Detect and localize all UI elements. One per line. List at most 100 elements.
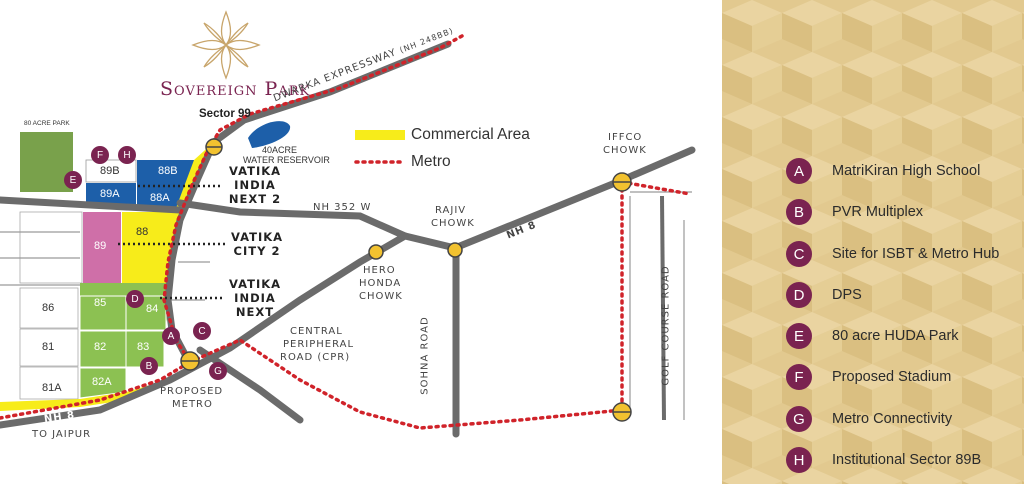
project-line: VATIKA — [228, 277, 282, 291]
plot-82 — [79, 330, 127, 368]
water-reservoir — [248, 121, 291, 148]
hero-label-1: HERO — [363, 265, 396, 276]
legend-badge: D — [786, 282, 812, 308]
plot-88a-label: 88A — [150, 192, 170, 204]
commercial-key-swatch — [355, 130, 405, 140]
project-line: NEXT — [235, 305, 275, 319]
proposed-label-2: METRO — [172, 399, 213, 410]
rajiv-label-1: RAJIV — [435, 205, 467, 216]
plot-89b-label: 89B — [100, 165, 120, 177]
legend-label: 80 acre HUDA Park — [832, 328, 959, 344]
sohna-label: SOHNA ROAD — [419, 316, 431, 395]
legend-label: PVR Multiplex — [832, 204, 924, 220]
legend-label: DPS — [832, 287, 862, 303]
plot-81 — [19, 328, 79, 367]
legend-badge: C — [786, 241, 812, 267]
map-badge-h: H — [118, 146, 136, 164]
plot-89a-label: 89A — [100, 188, 120, 200]
map-badge-f: F — [91, 146, 109, 164]
hero-label-2: HONDA — [359, 278, 402, 289]
project-pointers — [118, 184, 225, 300]
cpr-label-3: ROAD (CPR) — [280, 352, 351, 363]
reservoir-label-1: 40ACRE — [262, 145, 298, 155]
plot-85-label: 85 — [94, 297, 107, 309]
golf-label: GOLF COURSE ROAD — [660, 265, 672, 386]
legend-item-g: G Metro Connectivity — [786, 405, 952, 433]
legend-badge: F — [786, 364, 812, 390]
legend-item-f: F Proposed Stadium — [786, 363, 951, 391]
station-markers — [180, 138, 632, 422]
plot-84 — [125, 295, 167, 331]
proposed-label-1: PROPOSED — [160, 386, 224, 397]
cpr-label-1: CENTRAL — [290, 326, 343, 337]
plot-85 — [79, 295, 127, 331]
location-map: Sovereign Park Sector 99 Commercial Area… — [0, 10, 696, 440]
golf-course-road — [660, 195, 666, 421]
map-drawing — [0, 10, 696, 438]
legend-panel — [722, 0, 1024, 484]
plot-88-label: 88 — [136, 226, 149, 238]
project-vatika-india-next: VATIKA INDIA NEXT — [226, 277, 284, 319]
brand-name: Sovereign Park — [160, 78, 311, 100]
legend-label: Metro Connectivity — [832, 411, 953, 427]
project-line: INDIA — [234, 178, 276, 192]
legend-label: MatriKiran High School — [832, 163, 981, 179]
project-line: CITY 2 — [233, 244, 281, 258]
plot-84-label: 84 — [146, 303, 159, 315]
project-line: INDIA — [234, 291, 276, 305]
legend-item-c: C Site for ISBT & Metro Hub — [786, 240, 999, 268]
project-vatika-city-2: VATIKA CITY 2 — [228, 230, 286, 258]
legend-item-d: D DPS — [786, 281, 862, 309]
plot-89-label: 89 — [94, 240, 107, 252]
sector-label: Sector 99 — [199, 108, 251, 120]
plot-88 — [122, 212, 180, 283]
metro-lines — [0, 34, 692, 430]
iffco-label-1: IFFCO — [608, 132, 643, 143]
legend-badge: A — [786, 158, 812, 184]
legend-label: Proposed Stadium — [832, 369, 952, 385]
rajiv-label-2: CHOWK — [431, 218, 475, 229]
iffco-label-2: CHOWK — [603, 145, 647, 156]
commercial-strip-south — [0, 385, 150, 411]
map-badge-b: B — [140, 357, 158, 375]
project-vatika-india-next-2: VATIKA INDIA NEXT 2 — [226, 164, 284, 206]
map-badge-c: C — [193, 322, 211, 340]
legend-item-b: B PVR Multiplex — [786, 198, 923, 226]
plot-89 — [83, 212, 121, 283]
project-line: VATIKA — [228, 164, 282, 178]
plot-81a — [19, 366, 79, 400]
plot-83-label: 83 — [137, 341, 150, 353]
commercial-key-label: Commercial Area — [411, 126, 530, 143]
map-badge-e: E — [64, 171, 82, 189]
plot-89a — [86, 183, 136, 204]
legend-item-h: H Institutional Sector 89B — [786, 446, 981, 474]
plot-89b — [85, 159, 137, 183]
acre-park-label: 80 ACRE PARK — [24, 120, 70, 127]
project-line: VATIKA — [230, 230, 284, 244]
to-jaipur-label: TO JAIPUR — [32, 429, 92, 440]
metro-key-label: Metro — [411, 153, 451, 170]
plot-west-1 — [19, 211, 83, 284]
map-badge-d: D — [126, 290, 144, 308]
reservoir-label-2: WATER RESERVOIR — [243, 155, 330, 165]
legend-badge: E — [786, 323, 812, 349]
plot-88b — [137, 160, 198, 183]
legend-item-e: E 80 acre HUDA Park — [786, 322, 959, 350]
cpr-label-2: PERIPHERAL — [283, 339, 355, 350]
nh352-label: NH 352 W — [313, 202, 372, 213]
project-line: NEXT 2 — [228, 192, 282, 206]
plot-81a-label: 81A — [42, 382, 62, 394]
plot-86-label: 86 — [42, 302, 55, 314]
legend-item-a: A MatriKiran High School — [786, 157, 980, 185]
legend-background-pattern — [722, 0, 1024, 484]
legend-badge: H — [786, 447, 812, 473]
hero-label-3: CHOWK — [359, 291, 403, 302]
legend-label: Institutional Sector 89B — [832, 452, 982, 468]
plot-82-label: 82 — [94, 341, 107, 353]
plot-88b-label: 88B — [158, 165, 178, 177]
map-badge-a: A — [162, 327, 180, 345]
plot-81-label: 81 — [42, 341, 55, 353]
legend-badge: G — [786, 406, 812, 432]
map-badge-g: G — [209, 362, 227, 380]
brand-logo-icon — [191, 10, 261, 80]
